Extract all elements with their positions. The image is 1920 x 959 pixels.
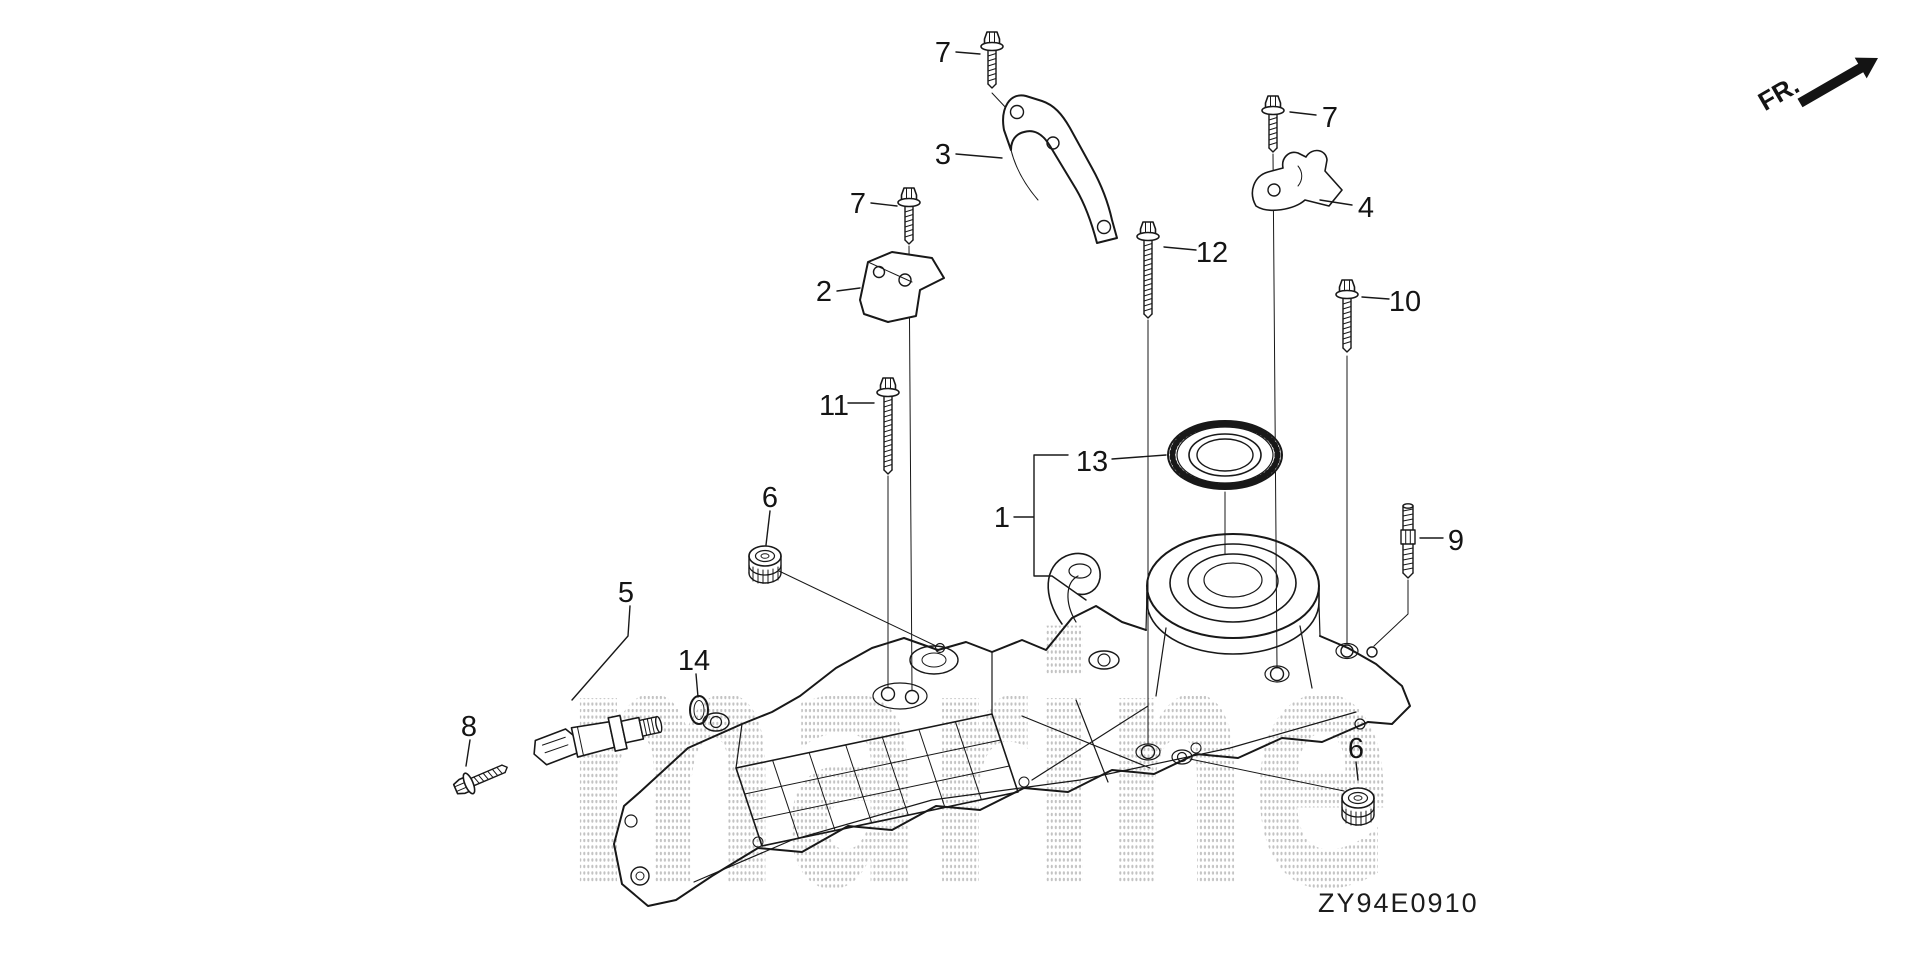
front-direction-indicator: FR. xyxy=(1753,57,1878,117)
flange-bolt-11 xyxy=(876,377,900,475)
leader-2 xyxy=(836,287,861,292)
leader-7-right xyxy=(1289,111,1317,116)
callout-label-9: 9 xyxy=(1448,525,1464,557)
callout-label-3: 3 xyxy=(935,139,951,171)
callout-label-8: 8 xyxy=(461,711,477,743)
oil-seal-13 xyxy=(1167,420,1283,490)
callout-label-5: 5 xyxy=(618,577,634,609)
callout-label-7-right: 7 xyxy=(1322,102,1338,134)
leader-6-left xyxy=(765,510,771,546)
front-arrow-icon xyxy=(1797,57,1878,108)
watermark: marine xyxy=(562,568,1393,959)
leader-lines xyxy=(465,51,1444,781)
drawing-code: ZY94E0910 xyxy=(1318,888,1479,918)
leader-5 xyxy=(571,605,631,701)
callout-label-1: 1 xyxy=(994,502,1010,534)
pulser-sensor-5 xyxy=(533,714,663,766)
flange-bolt-10 xyxy=(1335,279,1359,353)
callout-label-10: 10 xyxy=(1389,286,1421,318)
stud-bolt-9 xyxy=(1400,503,1416,579)
flange-bolt-7-left xyxy=(897,187,921,245)
leader-13 xyxy=(1111,454,1167,460)
leader-7-top xyxy=(955,51,981,55)
callout-label-12: 12 xyxy=(1196,237,1228,269)
callout-label-2: 2 xyxy=(816,276,832,308)
flange-bolt-8 xyxy=(450,756,513,801)
leader-3 xyxy=(955,153,1003,159)
leader-4 xyxy=(1319,199,1353,206)
assembly-line-6-left xyxy=(778,570,937,647)
flange-bolt-12 xyxy=(1136,221,1160,319)
callout-label-11: 11 xyxy=(819,390,849,422)
callout-label-13: 13 xyxy=(1076,446,1108,478)
callout-label-4: 4 xyxy=(1358,192,1374,224)
leader-14 xyxy=(695,673,699,698)
callout-label-6-left: 6 xyxy=(762,482,778,514)
harness-clamp-4 xyxy=(1251,149,1343,212)
stay-bracket-3 xyxy=(1002,94,1118,244)
leader-7-left xyxy=(870,202,898,207)
callout-label-6-right: 6 xyxy=(1348,733,1364,765)
callout-label-14: 14 xyxy=(678,645,710,677)
flange-bolt-7-right xyxy=(1261,95,1285,153)
leader-12 xyxy=(1163,246,1197,251)
bracket-2 xyxy=(859,251,945,323)
leader-1-bracket xyxy=(1013,454,1087,601)
assembly-line-7-right xyxy=(1272,153,1278,669)
flange-bolt-7-top xyxy=(980,31,1004,89)
callout-label-7-left: 7 xyxy=(850,188,866,220)
leader-10 xyxy=(1361,296,1390,300)
assembly-line-9 xyxy=(1373,579,1409,647)
o-ring-14 xyxy=(689,695,709,725)
assembly-lines xyxy=(778,92,1409,792)
front-label: FR. xyxy=(1753,70,1804,117)
leader-8 xyxy=(465,739,471,767)
assembly-line-7-left xyxy=(908,245,913,691)
callout-label-7-top: 7 xyxy=(935,37,951,69)
callout-labels: 7 3 7 4 7 2 12 10 11 13 1 6 9 5 14 8 6 xyxy=(461,37,1464,765)
mount-frame-part xyxy=(613,533,1411,907)
watermark-text: marine xyxy=(562,568,1393,959)
assembly-line-6-right xyxy=(1189,758,1345,792)
leader-6-right xyxy=(1355,761,1359,781)
